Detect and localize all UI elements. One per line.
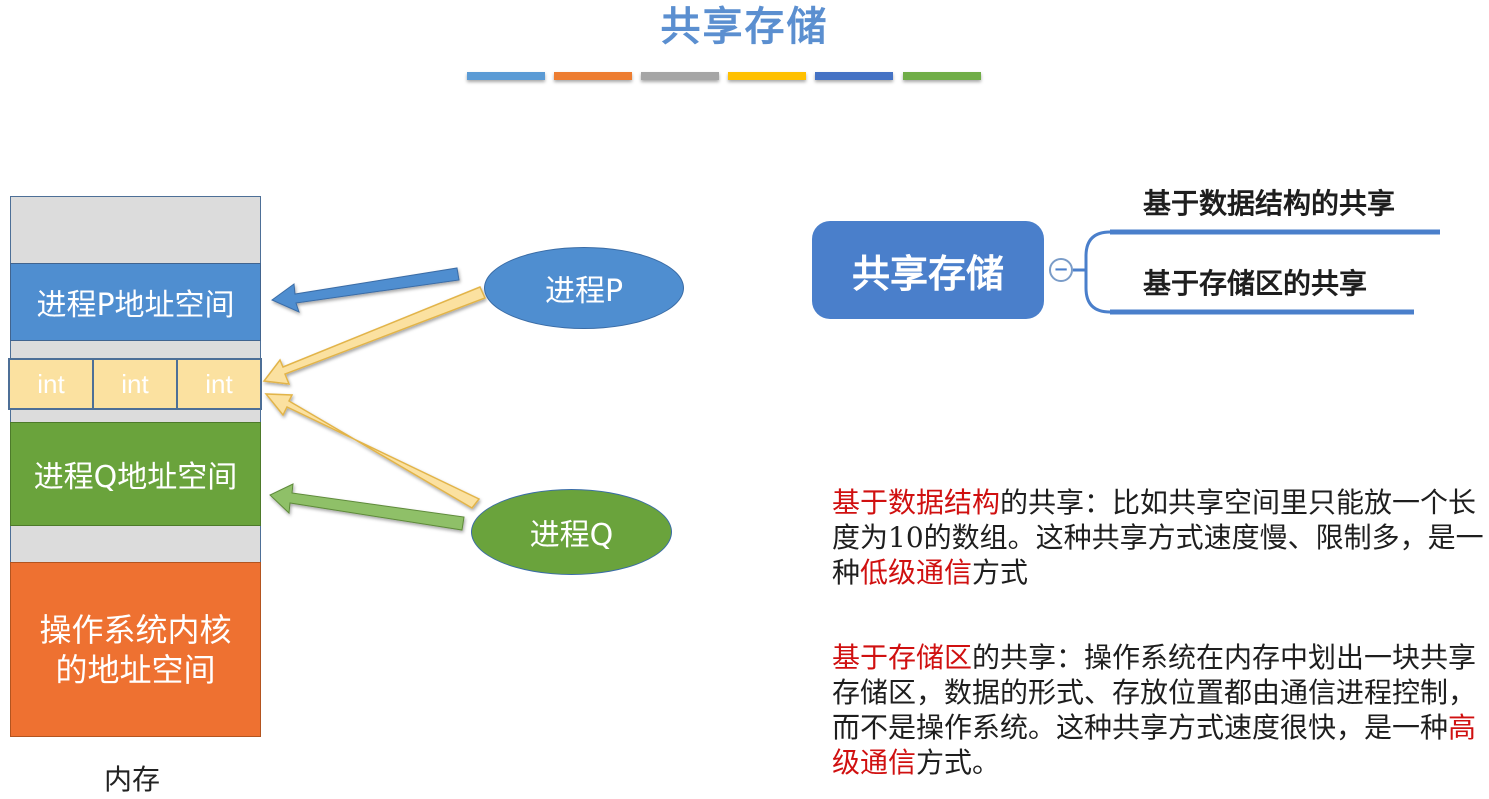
process-p-node: 进程P [484,247,684,329]
highlight-term: 低级通信 [860,556,973,589]
arrow-q-to-q-space [269,483,465,531]
mindmap-bracket [1073,230,1111,314]
mindmap-branch-data-structure[interactable]: 基于数据结构的共享 [1143,187,1396,220]
collapse-icon[interactable]: − [1049,258,1073,282]
color-bar [728,72,806,80]
highlight-term: 高级通信 [832,711,1477,779]
note-text: 的共享：操作系统在内存中划出一块共享存储区，数据的形式、存放位置都由通信进程控制… [832,641,1477,744]
kernel-address-space: 操作系统内核 的地址空间 [10,562,261,737]
color-bar [815,72,893,80]
kernel-label-line1: 操作系统内核 [39,610,232,649]
color-bar [554,72,632,80]
int-cell: int [205,368,233,399]
int-cell: int [94,360,178,408]
arrow-q-to-shared [264,393,481,509]
page-title: 共享存储 [660,4,829,50]
mindmap-center-node[interactable]: 共享存储 [812,221,1044,319]
shared-data-structure: int int int [8,358,262,410]
arrow-p-to-shared [262,286,487,385]
note-text: 方式。 [916,746,1001,779]
note-text: 方式 [972,556,1029,589]
note-storage-area-sharing: 基于存储区的共享：操作系统在内存中划出一块共享存储区，数据的形式、存放位置都由通… [832,640,1487,780]
process-p-address-space: 进程P地址空间 [10,263,261,341]
mindmap-branch-storage-area[interactable]: 基于存储区的共享 [1143,267,1368,300]
color-bar [641,72,719,80]
highlight-term: 基于数据结构 [832,486,1001,519]
title-color-bars [467,72,987,82]
note-data-structure-sharing: 基于数据结构的共享：比如共享空间里只能放一个长度为10的数组。这种共享方式速度慢… [832,485,1487,590]
color-bar [467,72,545,80]
color-bar [903,72,981,80]
memory-label: 内存 [104,763,161,796]
arrow-p-to-p-space [271,267,460,313]
kernel-label-line2: 的地址空间 [55,650,216,689]
note-text: 的共享：比如共享空间里只能放一个长度为10的数组。这种共享方式速度慢、限制多，是… [832,486,1484,589]
process-q-address-space: 进程Q地址空间 [10,422,261,526]
process-q-node: 进程Q [471,489,672,575]
int-cell: int [10,360,94,408]
highlight-term: 基于存储区 [832,641,973,674]
